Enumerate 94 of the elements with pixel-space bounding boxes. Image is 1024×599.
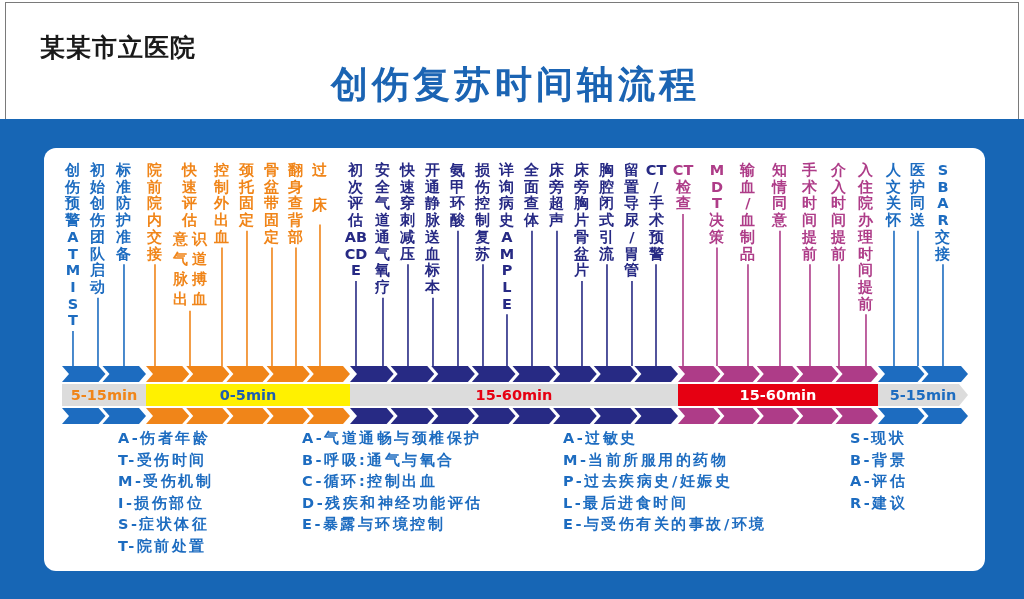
step-label: 手术时间提前 — [802, 162, 818, 263]
mnemonic-item: C-循环:控制出血 — [302, 472, 438, 490]
step-label: CT检查 — [672, 162, 694, 213]
mnemonic-item: B-背景 — [850, 450, 908, 469]
mnemonic-item: E-与受伤有关的事故/环境 — [563, 515, 767, 533]
leader-line — [779, 230, 781, 367]
leader-line — [838, 263, 840, 367]
leader-line — [319, 223, 321, 367]
hospital-name: 某某市立医院 — [40, 33, 196, 63]
leader-line — [123, 263, 125, 367]
mnemonic-item: M-受伤机制 — [118, 472, 214, 490]
leader-line — [271, 246, 273, 367]
step-label: 输血/血制品 — [740, 162, 756, 263]
mnemonic-item: S-现状 — [850, 429, 907, 447]
mnemonic-item: A-伤者年龄 — [118, 429, 211, 447]
mnemonic-item: D-残疾和神经功能评估 — [302, 493, 483, 512]
leader-line — [531, 230, 533, 367]
leader-line — [917, 230, 919, 367]
mnemonic-item: M-当前所服用的药物 — [563, 450, 729, 469]
step-label: 胸腔闭式引流 — [599, 162, 615, 263]
mnemonic-item: A-评估 — [850, 472, 908, 490]
mnemonic-item: B-呼吸:通气与氧合 — [302, 450, 455, 469]
duration-band: 0-5min — [146, 384, 350, 406]
leader-line — [482, 263, 484, 367]
mnemonic-item: T-院前处置 — [118, 536, 207, 555]
leader-line — [72, 330, 74, 367]
step-label: 床旁超声 — [549, 162, 565, 229]
leader-line — [606, 263, 608, 367]
mnemonic-item: A-气道通畅与颈椎保护 — [302, 429, 482, 447]
leader-line — [865, 313, 867, 367]
step-label: 人文关怀 — [886, 162, 902, 229]
leader-line — [809, 263, 811, 367]
leader-line — [189, 310, 191, 367]
step-label: 控制外出血 — [214, 162, 230, 246]
step-label: 床旁胸片骨盆片 — [574, 162, 590, 279]
step-label: 开通静脉送血标本 — [425, 162, 441, 296]
step-label: 知情同意 — [772, 162, 788, 229]
title: 创伤复苏时间轴流程 — [330, 64, 700, 106]
step-label: 标准防护准备 — [116, 162, 132, 263]
duration-band: 5-15min — [878, 384, 968, 406]
step-label: 介入时间提前 — [831, 162, 847, 263]
leader-line — [506, 313, 508, 367]
step-label: 院前院内交接 — [147, 162, 163, 263]
step-label: 入住院办理时间提前 — [858, 162, 874, 313]
step-label: 颈托固定 — [239, 162, 255, 229]
leader-line — [246, 230, 248, 367]
step-label: 氨甲环酸 — [450, 162, 466, 229]
step-label: SBAR交接 — [935, 162, 951, 263]
duration-band: 15-60min — [350, 384, 678, 406]
step-label: 过床 — [312, 152, 328, 223]
leader-line — [221, 246, 223, 367]
mnemonic-item: R-建议 — [850, 493, 908, 512]
leader-line — [457, 230, 459, 367]
step-label: 骨盆带固定 — [264, 162, 280, 246]
leader-line — [655, 263, 657, 367]
mnemonic-item: L-最后进食时间 — [563, 493, 689, 512]
mnemonic-item: A-过敏史 — [563, 429, 638, 447]
duration-band: 5-15min — [62, 384, 146, 406]
duration-band: 15-60min — [678, 384, 878, 406]
leader-line — [893, 230, 895, 367]
step-label: 医护同送 — [910, 162, 926, 229]
step-label: 损伤控制复苏 — [475, 162, 491, 263]
leader-line — [432, 296, 434, 367]
step-label: MDT决策 — [709, 162, 725, 246]
mnemonic-item: E-暴露与环境控制 — [302, 515, 446, 533]
leader-line — [631, 280, 633, 367]
leader-line — [556, 230, 558, 367]
mnemonic-item: P-过去疾病史/妊娠史 — [563, 472, 733, 490]
mnemonic-item: T-受伤时间 — [118, 450, 207, 469]
step-label: 初始创伤团队启动 — [90, 162, 106, 296]
step-label: 详询病史AMPLE — [499, 162, 515, 313]
leader-line — [716, 246, 718, 367]
leader-line — [942, 263, 944, 367]
leader-line — [154, 263, 156, 367]
leader-line — [747, 263, 749, 367]
step-label: 快速评估 — [182, 162, 198, 229]
leader-line — [382, 296, 384, 367]
step-label: 初次评估ABCDE — [343, 162, 369, 279]
step-label: 翻身查背部 — [288, 162, 304, 246]
step-label: CT/手术预警 — [645, 162, 667, 263]
leader-line — [355, 280, 357, 367]
step-label: 意识气道脉搏出血 — [171, 229, 208, 309]
leader-line — [97, 296, 99, 367]
step-label: 创伤预警ATMIST — [65, 162, 81, 330]
step-label: 全面查体 — [524, 162, 540, 229]
step-label: 安全气道通气氧疗 — [375, 162, 391, 296]
step-label: 快速穿刺减压 — [400, 162, 416, 263]
leader-line — [407, 263, 409, 367]
leader-line — [295, 246, 297, 367]
mnemonic-item: S-症状体征 — [118, 515, 210, 533]
leader-line — [581, 280, 583, 367]
step-label: 留置导尿/胃管 — [624, 162, 640, 279]
mnemonic-item: I-损伤部位 — [118, 493, 205, 512]
leader-line — [682, 213, 684, 367]
